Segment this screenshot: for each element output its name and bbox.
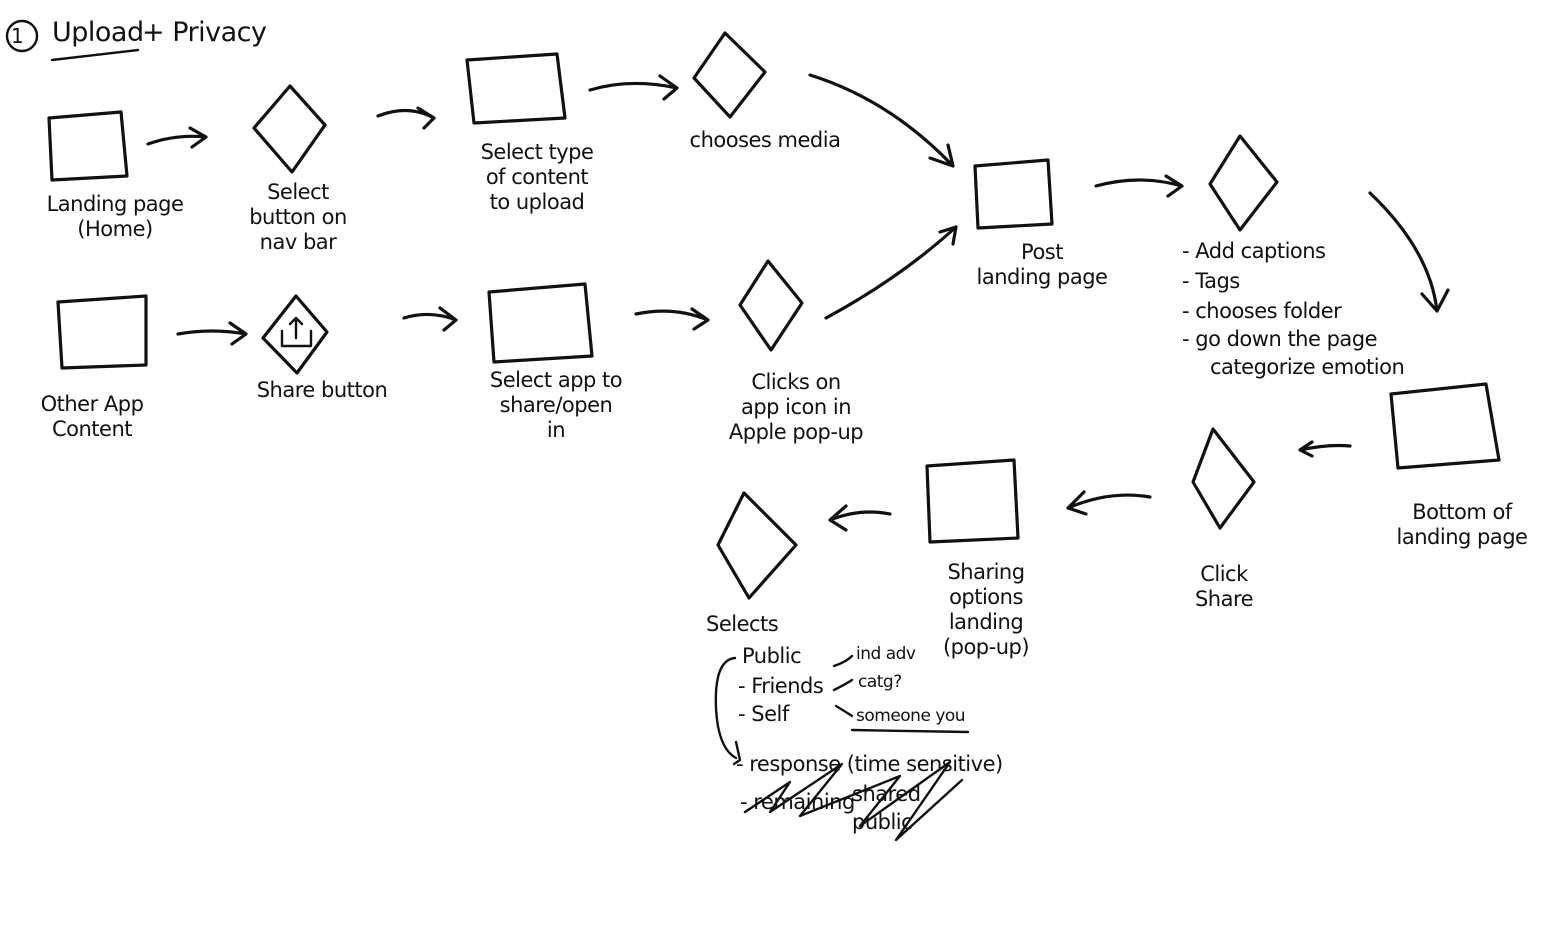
arrow-post-to-options — [1094, 174, 1184, 198]
decision-share-button — [261, 294, 329, 375]
decision-selects — [716, 491, 798, 600]
screen-landing-page — [47, 110, 129, 182]
label-bottom-of-page: Bottom of landing page — [1396, 500, 1528, 549]
decision-add-options — [1208, 134, 1279, 232]
label-sharing-options: Sharing options landing (pop-up) — [942, 560, 1030, 659]
arrow-select-to-type — [376, 106, 436, 130]
arrow-sharing-to-selects — [828, 504, 892, 532]
label-add-options: - Add captions - Tags - chooses folder -… — [1182, 239, 1405, 379]
label-select-app: Select app to share/open in — [489, 368, 623, 442]
label-selects-struck1: shared — [852, 782, 921, 806]
screen-other-app — [56, 294, 148, 370]
label-chooses-media: chooses media — [689, 128, 841, 152]
decision-select-plus — [252, 84, 327, 174]
arrow-bottom-to-clickshare — [1298, 440, 1352, 458]
label-selects-note2: catg? — [858, 672, 902, 692]
label-click-share: Click Share — [1194, 562, 1254, 611]
diagram-heading-rest: + Privacy — [142, 17, 267, 48]
screen-bottom-of-page — [1389, 382, 1501, 470]
strike-scribble — [743, 760, 964, 842]
label-post-landing: Post landing page — [976, 240, 1108, 289]
label-selects-heading: Selects — [706, 612, 779, 636]
label-selects-response: - response (time sensitive) — [736, 752, 1003, 776]
label-selects-note3: someone you — [856, 706, 966, 726]
arrows — [146, 73, 1450, 532]
selects-annotations — [714, 654, 970, 842]
screen-select-type — [465, 52, 567, 125]
label-selects-remaining: - remaining — [740, 790, 855, 814]
arrow-selectapp-to-clicks — [634, 307, 710, 331]
label-selects-struck2: public — [852, 810, 913, 834]
label-share-button: Share button — [256, 378, 388, 402]
decision-chooses-media — [692, 31, 767, 119]
label-clicks-app-icon: Clicks on app icon in Apple pop-up — [728, 370, 864, 444]
label-selects-public: Public — [742, 644, 802, 668]
arrow-share-to-selectapp — [402, 306, 458, 332]
arrow-clickshare-to-sharing — [1066, 490, 1152, 516]
title-marks — [5, 19, 140, 62]
label-selects-self: - Self — [738, 702, 789, 726]
screen-sharing-options — [925, 458, 1020, 544]
label-selects-friends: - Friends — [738, 674, 824, 698]
decision-clicks-app-icon — [738, 259, 804, 352]
screen-post-landing — [973, 158, 1054, 230]
label-landing-page: Landing page (Home) — [46, 192, 184, 241]
arrow-media-to-post — [808, 73, 955, 168]
arrow-clicks-to-post — [824, 225, 958, 320]
step-number: 1 — [11, 24, 24, 48]
arrow-landing-to-select — [146, 126, 208, 149]
arrow-other-to-share — [176, 321, 248, 346]
label-select-plus: Select button on nav bar — [249, 180, 347, 254]
arrow-options-to-bottom — [1368, 191, 1450, 313]
label-other-app: Other App Content — [40, 392, 144, 441]
decision-click-share — [1191, 427, 1256, 530]
arrow-type-to-media — [588, 74, 679, 101]
label-select-type: Select type of content to upload — [480, 140, 594, 214]
screen-select-app — [487, 282, 594, 364]
diagram-heading: Upload — [52, 17, 144, 48]
label-selects-note1: ind adv — [856, 644, 916, 664]
